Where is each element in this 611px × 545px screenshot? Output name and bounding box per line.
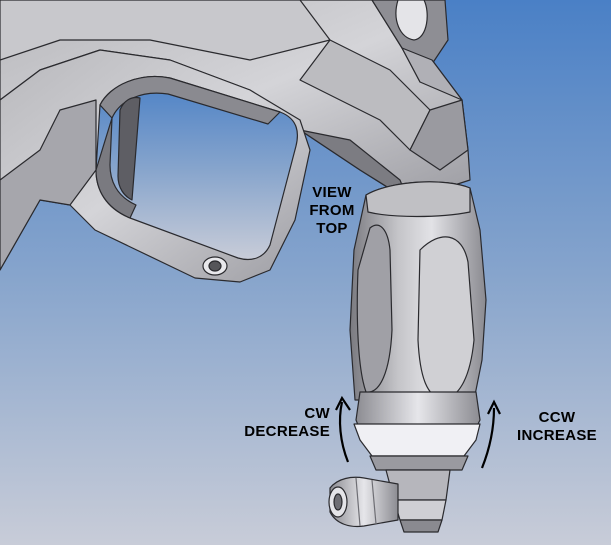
rotation-arrows	[335, 395, 501, 469]
view-line-2: FROM	[309, 202, 355, 219]
ccw-line-1: CCW	[538, 409, 576, 426]
grip-regulator	[349, 181, 487, 471]
view-line-1: VIEW	[312, 184, 352, 201]
ccw-line-2: INCREASE	[517, 427, 597, 444]
ccw-arrow	[480, 407, 496, 469]
cw-line-1: CW	[304, 405, 330, 422]
ccw-increase-label: CCW INCREASE	[512, 409, 602, 445]
cw-line-2: DECREASE	[244, 423, 330, 440]
view-line-3: TOP	[316, 220, 348, 237]
cw-decrease-label: CW DECREASE	[236, 405, 330, 441]
cw-arrow	[338, 401, 350, 463]
adjuster-fitting	[328, 469, 451, 533]
trigger-guard	[0, 49, 311, 283]
view-from-top-label: VIEW FROM TOP	[300, 184, 364, 238]
cw-arrow-head	[335, 395, 351, 411]
marker-body	[0, 0, 471, 201]
ccw-arrow-head	[487, 399, 501, 415]
